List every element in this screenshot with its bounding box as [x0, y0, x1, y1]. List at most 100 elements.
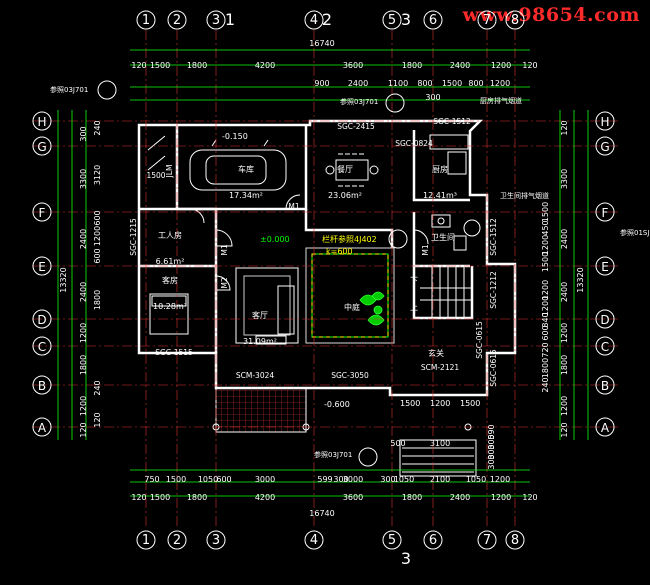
opening-tag: SGC-1515 [155, 348, 193, 357]
axis-bubble-1 [136, 10, 156, 30]
dim-right: 3300 [560, 169, 569, 189]
axis-label-G: G [37, 140, 46, 154]
dim-top: 2400 [450, 61, 470, 70]
axis-bubble-2 [167, 530, 187, 550]
dim-right: 1200 [541, 296, 550, 316]
axis-label-B: B [601, 379, 609, 393]
entry-label: 玄关 [428, 348, 444, 358]
dim-bottom: 1200 [491, 493, 511, 502]
dim-left: 1800 [93, 290, 102, 310]
dim-right: 1200 [541, 280, 550, 300]
dim-right: 300 [487, 444, 496, 459]
axis-label-5: 5 [388, 13, 396, 28]
dim-top: 800 [417, 79, 432, 88]
axis-label-5: 5 [388, 533, 396, 548]
dim-left: 2400 [79, 229, 88, 249]
dim-right: 450 [541, 220, 550, 235]
axis-label-A: A [601, 421, 610, 435]
axis-bubble-5 [382, 10, 402, 30]
axis-bubble-7 [477, 10, 497, 30]
room-name: 客房 [162, 275, 178, 285]
opening-tag: SGC-1512 [433, 117, 471, 126]
opening-tag: SGC-1215 [129, 218, 138, 256]
dim-bottom: 599 [317, 475, 332, 484]
dim-left: 2400 [79, 282, 88, 302]
dim-left: 600 [93, 248, 102, 263]
dim-right: 600 [541, 325, 550, 340]
axis-sub-label: 3 [401, 10, 411, 29]
level-main: ±0.000 [260, 235, 290, 244]
opening-tag: SCM-2121 [421, 363, 459, 372]
kitchen-vent-note: 厨房排气烟道 [480, 96, 522, 105]
dim-right: 1500 [541, 252, 550, 272]
room-name: 中庭 [344, 302, 360, 312]
opening-tags: SGC-2415SGC-1512SGC-0824SGC-1215SGC-1515… [129, 117, 498, 387]
opening-tag: SGC-0615 [475, 321, 484, 359]
bath-vent-note: 卫生间排气烟道 [500, 191, 549, 200]
dim-bottom: 750 [144, 475, 159, 484]
dim-left: 1200 [93, 226, 102, 246]
axis-label-D: D [600, 313, 609, 327]
dim-right: 2400 [560, 282, 569, 302]
axis-label-D: D [37, 313, 46, 327]
axis-bubble-D [595, 309, 615, 329]
porch-dim-1: 1500 [400, 399, 420, 408]
dim-right: 590 [487, 424, 496, 439]
garage-level: -0.150 [222, 132, 248, 141]
dim-right: 840 [541, 312, 550, 327]
dim-right: 2400 [560, 229, 569, 249]
axis-label-F: F [39, 206, 46, 220]
axis-label-6: 6 [429, 533, 437, 548]
axis-bubble-8 [505, 10, 525, 30]
axis-label-1: 1 [142, 13, 150, 28]
dim-bottom: 1050 [394, 475, 414, 484]
dim-bottom: 1800 [187, 493, 207, 502]
dim-top: 120 [131, 61, 146, 70]
axis-bubble-G [595, 136, 615, 156]
porch-paving [215, 387, 307, 433]
railing-k: k=600 [326, 247, 353, 256]
opening-tag: SGC-1512 [489, 218, 498, 256]
axis-bubble-A [32, 417, 52, 437]
dim-right: 1500 [541, 202, 550, 222]
dim-right: 720 [541, 342, 550, 357]
dim-left: 1200 [79, 323, 88, 343]
dim-right: 120 [560, 120, 569, 135]
porch-dim-2: 1200 [430, 399, 450, 408]
dim-bottom: 1200 [490, 475, 510, 484]
axis-bubble-1 [136, 530, 156, 550]
axis-bubble-H [32, 111, 52, 131]
dim-left: 3120 [93, 165, 102, 185]
opening-tag: SGC-1212 [489, 271, 498, 309]
axis-bubble-E [595, 256, 615, 276]
dim-top: 1200 [491, 61, 511, 70]
axis-label-2: 2 [173, 533, 181, 548]
room-name: 客厅 [252, 310, 268, 320]
opening-tag: SGC-0824 [395, 139, 433, 148]
dim-bottom: 120 [131, 493, 146, 502]
walls [137, 119, 517, 397]
axis-bubble-3 [206, 530, 226, 550]
dim-left: 240 [93, 120, 102, 135]
axis-bubble-B [595, 375, 615, 395]
opening-tag: M1 [421, 244, 430, 255]
watermark: www.98654.com [462, 4, 640, 26]
dim-bottom: 600 [216, 475, 231, 484]
room-area: 17.34m² [229, 191, 263, 200]
dim-bottom: 4200 [255, 493, 275, 502]
dim-bottom: 1050 [198, 475, 218, 484]
reference-bubbles [97, 80, 481, 467]
dim-total-left: 13320 [59, 267, 68, 292]
opening-tag: JLM [165, 165, 174, 179]
room-area: 6.61m² [156, 257, 185, 266]
dim-right: 120 [560, 422, 569, 437]
dim-total-bottom: 16740 [309, 509, 334, 518]
dim-bottom: 300 [333, 475, 348, 484]
dim-top: 1100 [388, 79, 408, 88]
opening-tag: M2 [220, 277, 229, 288]
dim-top: 1800 [187, 61, 207, 70]
opening-tag: M1 [288, 202, 299, 211]
dim-left: 3300 [79, 169, 88, 189]
